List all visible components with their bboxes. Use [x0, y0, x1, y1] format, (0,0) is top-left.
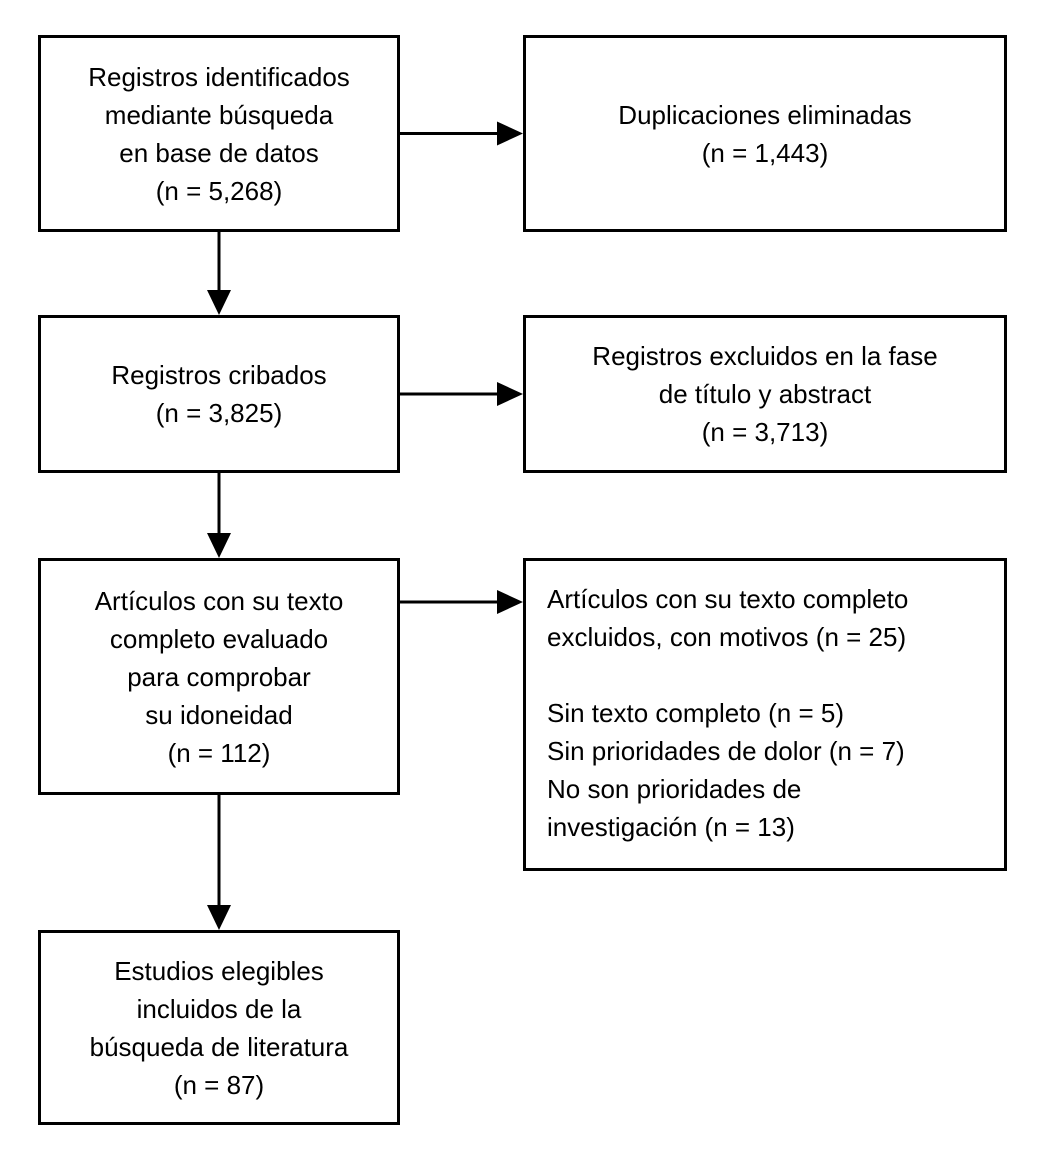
box-fulltext-assessed: Artículos con su texto completo evaluado…: [38, 558, 400, 795]
box-records-identified: Registros identificados mediante búsqued…: [38, 35, 400, 232]
box-studies-included: Estudios elegibles incluidos de la búsqu…: [38, 930, 400, 1125]
arrow-identified-to-duplicates: [400, 121, 523, 146]
box-records-excluded-title-abstract-text: Registros excluidos en la fase de título…: [592, 341, 938, 447]
box-fulltext-excluded-with-reasons: Artículos con su texto completo excluido…: [523, 558, 1007, 871]
arrow-fulltext-to-excluded: [400, 590, 523, 614]
box-fulltext-assessed-text: Artículos con su texto completo evaluado…: [94, 585, 344, 768]
arrow-identified-to-screened: [207, 232, 231, 315]
box-fulltext-excluded-with-reasons-text: Artículos con su texto completo excluido…: [547, 584, 909, 842]
arrow-screened-to-excluded: [400, 382, 523, 406]
box-records-identified-text: Registros identificados mediante búsqued…: [88, 61, 350, 206]
box-duplicates-removed: Duplicaciones eliminadas (n = 1,443): [523, 35, 1007, 232]
box-records-screened-text: Registros cribados (n = 3,825): [111, 360, 327, 428]
box-records-screened: Registros cribados (n = 3,825): [38, 315, 400, 473]
box-records-excluded-title-abstract: Registros excluidos en la fase de título…: [523, 315, 1007, 473]
arrow-screened-to-fulltext: [207, 473, 231, 558]
box-duplicates-removed-text: Duplicaciones eliminadas (n = 1,443): [618, 99, 912, 168]
arrow-fulltext-to-included: [207, 795, 231, 930]
box-studies-included-text: Estudios elegibles incluidos de la búsqu…: [89, 955, 349, 1100]
